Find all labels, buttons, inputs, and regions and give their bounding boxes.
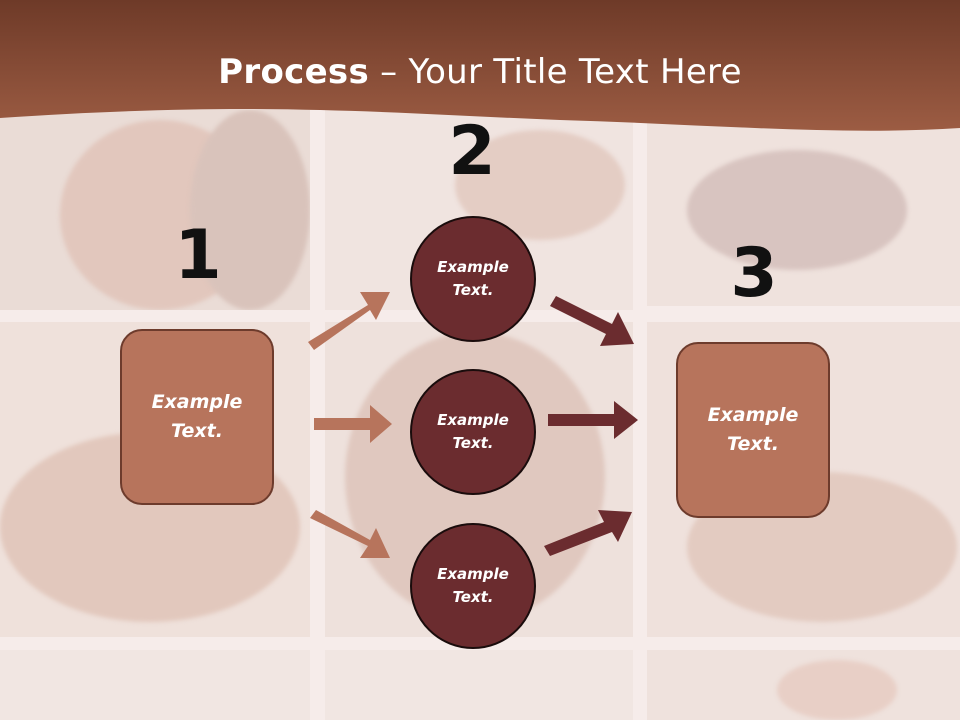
arrow-up-right bbox=[308, 292, 390, 350]
arrow-up-right-dark bbox=[544, 510, 632, 556]
step-number-3: 3 bbox=[730, 234, 778, 313]
circle-middle[interactable]: Example Text. bbox=[410, 369, 536, 495]
arrow-down-right-dark bbox=[550, 296, 634, 346]
circle-top[interactable]: Example Text. bbox=[410, 216, 536, 342]
header-band bbox=[0, 0, 960, 131]
page-title: Process – Your Title Text Here bbox=[0, 52, 960, 92]
box-left[interactable]: Example Text. bbox=[120, 329, 274, 505]
step-number-2: 2 bbox=[448, 112, 496, 191]
photo-tile bbox=[0, 650, 310, 720]
title-rest: – Your Title Text Here bbox=[369, 52, 742, 92]
arrow-down-right bbox=[310, 510, 390, 558]
arrow-right bbox=[314, 405, 392, 443]
photo-tile bbox=[647, 650, 960, 720]
photo-tile bbox=[0, 110, 310, 310]
photo-tile bbox=[647, 110, 960, 306]
step-number-1: 1 bbox=[174, 216, 222, 295]
title-bold: Process bbox=[218, 52, 370, 92]
circle-bottom[interactable]: Example Text. bbox=[410, 523, 536, 649]
photo-tile bbox=[325, 650, 633, 720]
arrow-right-dark bbox=[548, 401, 638, 439]
box-right[interactable]: Example Text. bbox=[676, 342, 830, 518]
